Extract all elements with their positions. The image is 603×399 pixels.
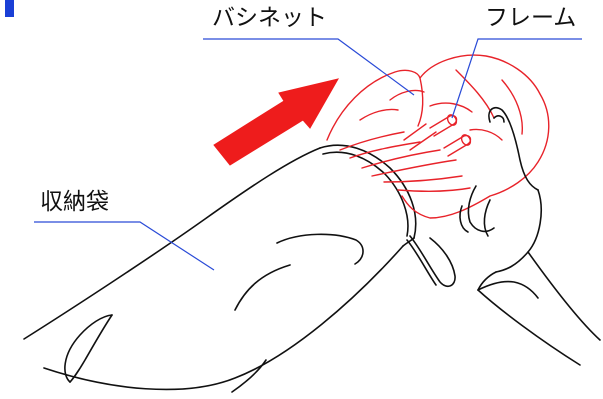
label-storage-bag: 収納袋 <box>40 189 109 215</box>
red-arrow-icon <box>213 78 340 166</box>
leader-lines <box>34 38 582 271</box>
bassinet <box>326 54 550 219</box>
label-bassinet: バシネット <box>212 5 327 31</box>
corner-marker <box>5 0 14 17</box>
label-frame: フレーム <box>485 5 577 31</box>
hand-icon <box>459 106 601 366</box>
storage-bag <box>23 144 456 393</box>
